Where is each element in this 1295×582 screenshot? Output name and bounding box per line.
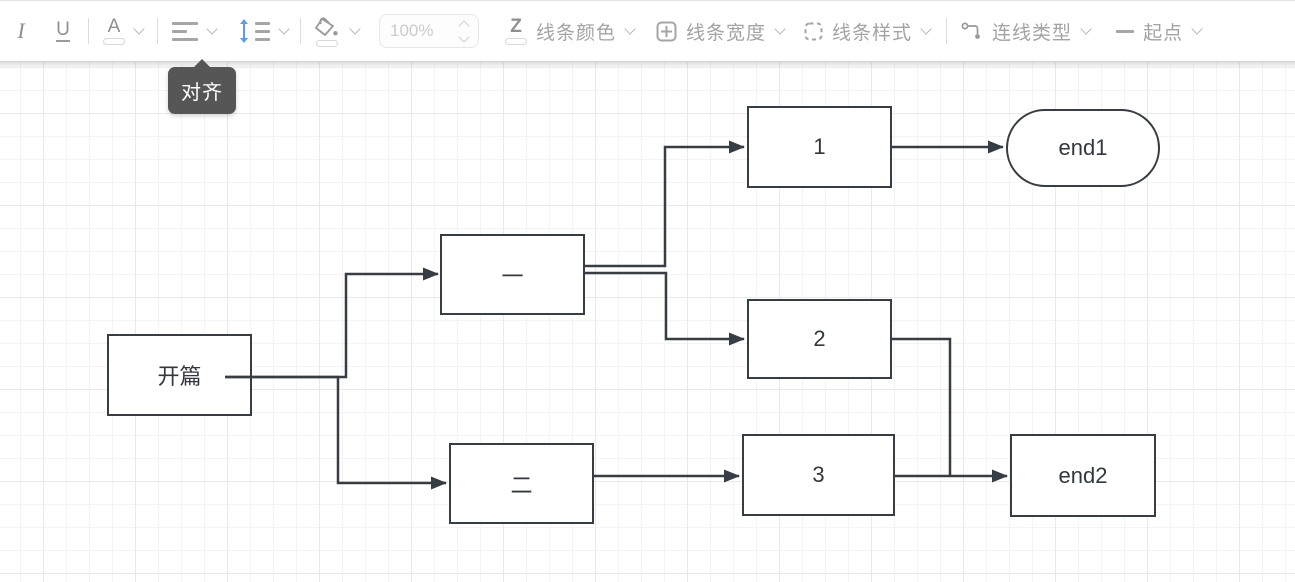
edge-start-to-one[interactable] xyxy=(225,267,439,379)
connector-type-dropdown[interactable]: 连线类型 xyxy=(961,18,1092,45)
stepper-down-icon xyxy=(458,30,470,43)
node-label: end1 xyxy=(1058,135,1108,160)
node-label: 二 xyxy=(510,472,533,498)
chevron-down-icon xyxy=(133,23,145,35)
line-style-icon xyxy=(804,22,823,40)
zoom-control[interactable]: 100% xyxy=(379,14,479,48)
connector-type-label: 连线类型 xyxy=(992,22,1073,44)
line-color-dropdown[interactable]: Z 线条颜色 xyxy=(505,17,636,45)
chevron-down-icon xyxy=(1191,23,1203,35)
node-end1[interactable]: end1 xyxy=(1006,109,1160,187)
chevron-down-icon xyxy=(774,23,786,35)
tooltip-arrow-icon xyxy=(193,59,211,68)
line-width-label: 线条宽度 xyxy=(686,22,767,44)
start-point-icon xyxy=(1116,29,1135,33)
chevron-down-icon xyxy=(624,23,636,35)
edge-one-to-2[interactable] xyxy=(585,271,745,346)
line-color-icon: Z xyxy=(505,17,527,45)
chevron-down-icon xyxy=(278,23,290,35)
chevron-down-icon xyxy=(920,23,932,35)
node-step3[interactable]: 3 xyxy=(742,434,895,516)
font-color-dropdown[interactable]: A xyxy=(103,17,145,45)
chevron-down-icon xyxy=(349,23,361,35)
node-label: 1 xyxy=(813,134,826,159)
node-step2[interactable]: 2 xyxy=(747,299,892,379)
line-style-dropdown[interactable]: 线条样式 xyxy=(804,18,932,45)
node-branch-one[interactable]: 一 xyxy=(440,234,585,315)
line-color-label: 线条颜色 xyxy=(536,22,617,44)
divider xyxy=(300,18,301,44)
zoom-stepper[interactable] xyxy=(458,19,470,44)
node-step1[interactable]: 1 xyxy=(747,106,892,188)
tooltip-text: 对齐 xyxy=(181,82,223,104)
diagram-canvas[interactable]: 开篇 一 二 1 2 3 end1 end2 xyxy=(0,62,1295,582)
node-branch-two[interactable]: 二 xyxy=(449,443,594,524)
divider xyxy=(157,18,158,44)
chevron-down-icon xyxy=(206,23,218,35)
edge-2-to-end2[interactable] xyxy=(892,337,952,476)
node-start[interactable]: 开篇 xyxy=(107,334,252,416)
line-height-dropdown[interactable] xyxy=(238,17,290,45)
font-color-icon: A xyxy=(103,17,125,45)
edge-start-to-two[interactable] xyxy=(225,375,447,490)
zoom-value: 100% xyxy=(390,21,434,40)
node-label: 开篇 xyxy=(157,364,202,389)
node-label: end2 xyxy=(1058,462,1108,488)
line-width-dropdown[interactable]: 线条宽度 xyxy=(656,18,786,45)
connector-type-icon xyxy=(961,22,980,39)
align-tooltip: 对齐 xyxy=(168,59,236,114)
stepper-up-icon xyxy=(458,19,470,32)
line-style-label: 线条样式 xyxy=(832,22,913,44)
align-dropdown[interactable] xyxy=(172,21,218,41)
format-toolbar: I U A xyxy=(0,0,1295,62)
divider xyxy=(946,18,948,44)
fill-color-icon xyxy=(313,16,341,47)
underline-icon: U xyxy=(56,19,70,42)
edge-one-to-1[interactable] xyxy=(585,140,745,268)
fill-color-dropdown[interactable] xyxy=(313,16,361,47)
node-label: 一 xyxy=(501,263,524,289)
start-point-dropdown[interactable]: 起点 xyxy=(1116,18,1203,45)
divider xyxy=(88,18,89,44)
italic-icon: I xyxy=(17,18,25,43)
node-end2[interactable]: end2 xyxy=(1010,434,1156,517)
align-icon xyxy=(172,21,198,41)
line-width-icon xyxy=(656,21,677,41)
underline-button[interactable]: U xyxy=(48,12,78,50)
start-point-label: 起点 xyxy=(1143,22,1184,44)
italic-button[interactable]: I xyxy=(6,12,36,50)
node-label: 3 xyxy=(812,462,825,487)
chevron-down-icon xyxy=(1080,23,1092,35)
line-height-icon xyxy=(238,17,270,45)
node-label: 2 xyxy=(813,326,826,351)
